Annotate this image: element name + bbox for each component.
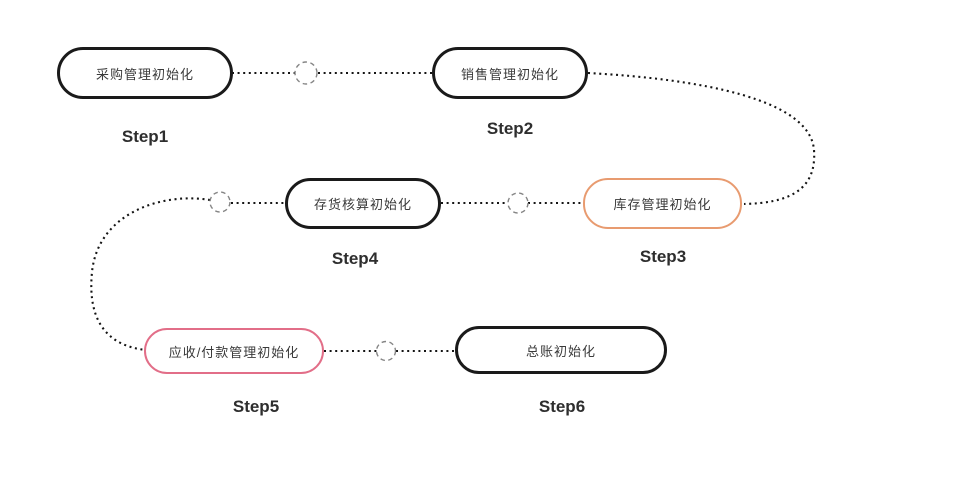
milestone-circle-icon-3 <box>209 191 231 213</box>
step6-node: 总账初始化 <box>455 326 667 374</box>
step5-caption: Step5 <box>232 397 280 416</box>
step2-node: 销售管理初始化 <box>432 47 588 99</box>
step3-node: 库存管理初始化 <box>583 178 742 229</box>
step4-node: 存货核算初始化 <box>285 178 441 229</box>
step1-caption: Step1 <box>121 127 169 146</box>
step3-node-title: 库存管理初始化 <box>613 197 712 212</box>
step5-node: 应收/付款管理初始化 <box>144 328 324 374</box>
milestone-circle-icon-1 <box>294 61 318 85</box>
step1-node-title: 采购管理初始化 <box>95 66 194 82</box>
step1-node: 采购管理初始化 <box>57 47 233 99</box>
step2-node-title: 销售管理初始化 <box>460 66 559 82</box>
step4-caption: Step4 <box>331 249 379 268</box>
milestone-circle-icon-2 <box>507 192 529 214</box>
step5-node-title: 应收/付款管理初始化 <box>168 344 300 360</box>
step6-node-title: 总账初始化 <box>525 343 596 359</box>
step3-caption: Step3 <box>639 247 687 266</box>
step2-caption: Step2 <box>486 119 534 138</box>
milestone-circle-icon-4 <box>375 340 397 362</box>
step6-caption: Step6 <box>538 397 586 416</box>
step4-node-title: 存货核算初始化 <box>313 197 412 212</box>
